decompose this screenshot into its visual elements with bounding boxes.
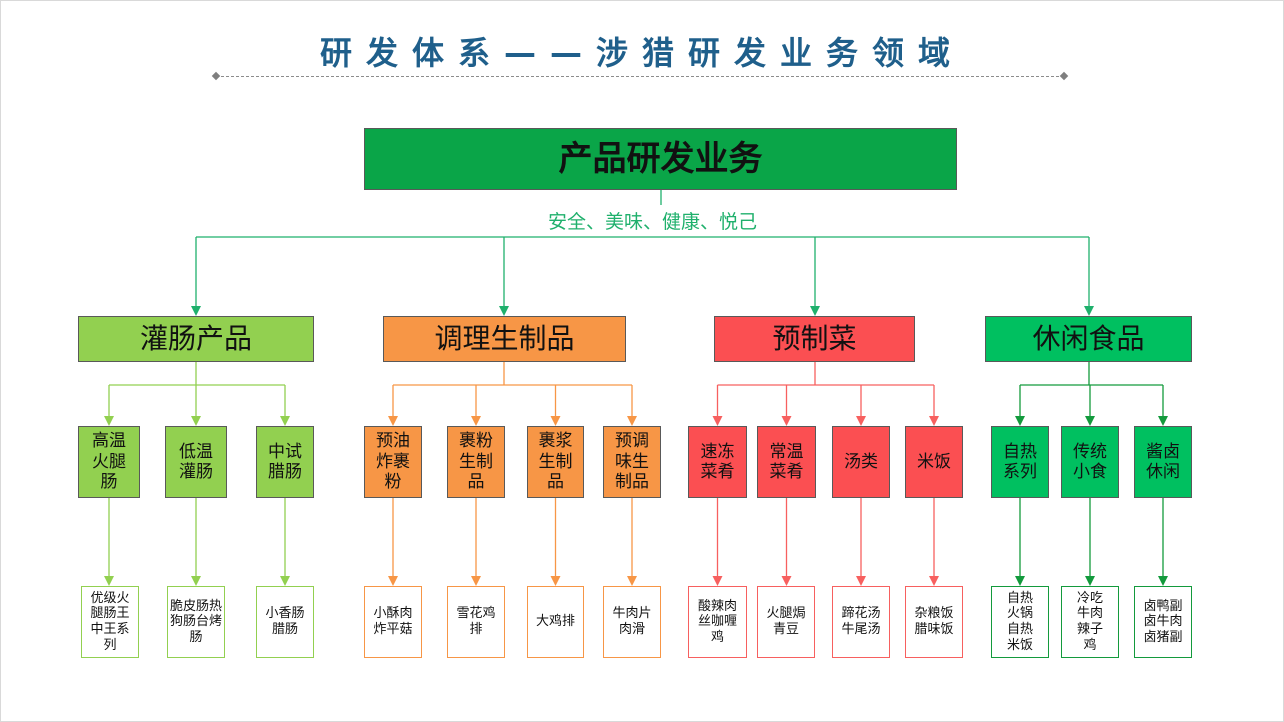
subcategory-box: 中试腊肠 <box>256 426 314 498</box>
product-arrow <box>388 576 398 586</box>
subcategory-label: 预调味生制品 <box>615 431 649 493</box>
category-box: 灌肠产品 <box>78 316 314 362</box>
subcategory-arrow <box>280 416 290 426</box>
product-label: 自热火锅自热米饭 <box>1006 590 1033 653</box>
product-arrow <box>191 576 201 586</box>
root-node: 产品研发业务 <box>364 128 957 190</box>
subcategory-arrow <box>929 416 939 426</box>
subcategory-box: 自热系列 <box>991 426 1049 498</box>
product-box: 火腿焗青豆 <box>757 586 815 658</box>
subcategory-arrow <box>388 416 398 426</box>
product-arrow <box>1015 576 1025 586</box>
subcategory-box: 米饭 <box>905 426 963 498</box>
subcategory-label: 低温灌肠 <box>179 441 213 482</box>
root-tagline: 安全、美味、健康、悦己 <box>548 211 758 233</box>
subcategory-arrow <box>1015 416 1025 426</box>
product-box: 冷吃牛肉辣子鸡 <box>1061 586 1119 658</box>
subcategory-arrow <box>104 416 114 426</box>
category-arrow <box>1084 306 1094 316</box>
product-box: 卤鸭副卤牛肉卤猪副 <box>1134 586 1192 658</box>
product-box: 杂粮饭腊味饭 <box>905 586 963 658</box>
product-arrow <box>929 576 939 586</box>
product-arrow <box>712 576 723 586</box>
subcategory-box: 常温菜肴 <box>757 426 816 498</box>
subcategory-label: 酱卤休闲 <box>1146 441 1180 482</box>
category-box: 预制菜 <box>714 316 915 362</box>
product-box: 牛肉片肉滑 <box>603 586 661 658</box>
category-arrow <box>810 306 820 316</box>
product-label: 牛肉片肉滑 <box>612 606 652 637</box>
product-label: 雪花鸡排 <box>456 606 496 637</box>
product-label: 大鸡排 <box>535 614 575 630</box>
subcategory-box: 高温火腿肠 <box>78 426 140 498</box>
product-box: 小酥肉炸平菇 <box>364 586 422 658</box>
subcategory-box: 速冻菜肴 <box>688 426 747 498</box>
subcategory-label: 传统小食 <box>1073 441 1107 482</box>
subcategory-box: 传统小食 <box>1061 426 1119 498</box>
product-box: 脆皮肠热狗肠台烤肠 <box>167 586 225 658</box>
product-label: 卤鸭副卤牛肉卤猪副 <box>1143 598 1183 645</box>
product-box: 蹄花汤牛尾汤 <box>832 586 890 658</box>
subcategory-arrow <box>712 416 723 426</box>
product-arrow <box>1085 576 1095 586</box>
category-arrow <box>191 306 201 316</box>
subcategory-label: 米饭 <box>917 451 951 472</box>
product-box: 大鸡排 <box>527 586 584 658</box>
subcategory-box: 预油炸裹粉 <box>364 426 422 498</box>
product-box: 优级火腿肠王中王系列 <box>81 586 139 658</box>
subcategory-label: 中试腊肠 <box>268 441 302 482</box>
subcategory-label: 高温火腿肠 <box>92 431 126 493</box>
subcategory-arrow <box>191 416 201 426</box>
subcategory-arrow <box>1158 416 1168 426</box>
product-arrow <box>471 576 481 586</box>
product-arrow <box>856 576 866 586</box>
subcategory-label: 汤类 <box>844 451 878 472</box>
product-box: 酸辣肉丝咖喱鸡 <box>688 586 747 658</box>
category-box: 休闲食品 <box>985 316 1192 362</box>
subcategory-label: 速冻菜肴 <box>700 441 735 482</box>
product-label: 蹄花汤牛尾汤 <box>841 606 881 637</box>
subcategory-label: 自热系列 <box>1003 441 1037 482</box>
product-label: 小香肠腊肠 <box>265 606 305 637</box>
page-title: 研发体系——涉猎研发业务领域 <box>319 34 964 72</box>
subcategory-box: 裹粉生制品 <box>447 426 505 498</box>
product-label: 杂粮饭腊味饭 <box>914 606 954 637</box>
subcategory-arrow <box>627 416 637 426</box>
subcategory-label: 裹粉生制品 <box>459 431 493 493</box>
product-arrow <box>550 576 561 586</box>
subcategory-arrow <box>550 416 561 426</box>
subcategory-label: 预油炸裹粉 <box>376 431 410 493</box>
category-arrow <box>499 306 509 316</box>
product-arrow <box>781 576 792 586</box>
subcategory-arrow <box>856 416 866 426</box>
product-label: 火腿焗青豆 <box>766 606 806 637</box>
product-box: 小香肠腊肠 <box>256 586 314 658</box>
product-label: 冷吃牛肉辣子鸡 <box>1076 590 1103 653</box>
product-label: 优级火腿肠王中王系列 <box>90 590 130 653</box>
product-label: 小酥肉炸平菇 <box>373 606 413 637</box>
title-divider <box>216 76 1064 77</box>
subcategory-arrow <box>781 416 792 426</box>
subcategory-label: 裹浆生制品 <box>538 431 573 493</box>
category-box: 调理生制品 <box>383 316 626 362</box>
product-box: 自热火锅自热米饭 <box>991 586 1049 658</box>
product-arrow <box>280 576 290 586</box>
subcategory-arrow <box>471 416 481 426</box>
product-label: 酸辣肉丝咖喱鸡 <box>697 598 737 645</box>
product-arrow <box>627 576 637 586</box>
subcategory-arrow <box>1085 416 1095 426</box>
subcategory-box: 汤类 <box>832 426 890 498</box>
product-arrow <box>104 576 114 586</box>
product-arrow <box>1158 576 1168 586</box>
subcategory-box: 低温灌肠 <box>165 426 227 498</box>
product-box: 雪花鸡排 <box>447 586 505 658</box>
product-label: 脆皮肠热狗肠台烤肠 <box>170 598 223 645</box>
subcategory-label: 常温菜肴 <box>769 441 804 482</box>
subcategory-box: 酱卤休闲 <box>1134 426 1192 498</box>
subcategory-box: 预调味生制品 <box>603 426 661 498</box>
subcategory-box: 裹浆生制品 <box>527 426 584 498</box>
